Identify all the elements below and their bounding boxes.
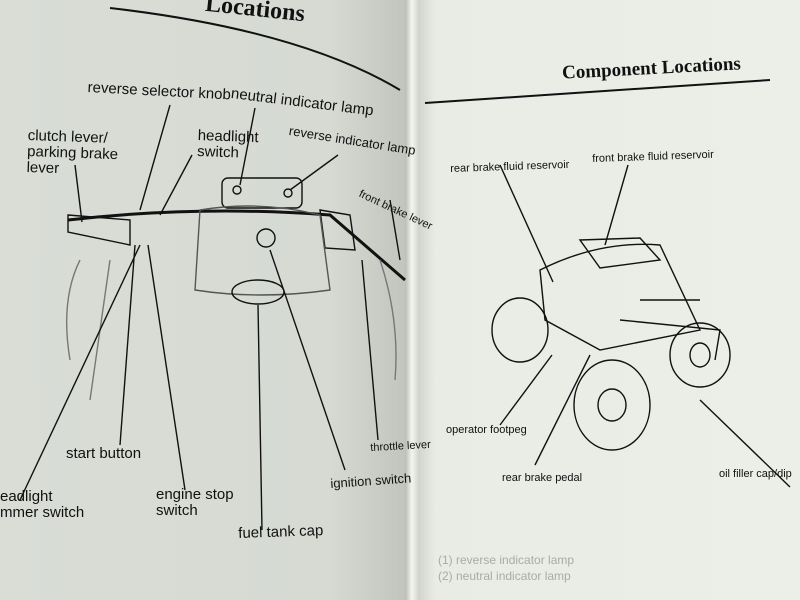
label-line: lever xyxy=(26,158,60,178)
label-line: mmer switch xyxy=(0,504,85,521)
reverse-lamp-shape xyxy=(283,188,293,198)
title-rule-left xyxy=(109,7,401,91)
label-fuel-tank-cap: fuel tank cap xyxy=(237,522,324,542)
label-headlight-dimmer-switch: eadlight mmer switch xyxy=(0,489,84,521)
fender-lines xyxy=(65,259,397,401)
title-rule-right xyxy=(424,79,771,104)
label-start-button: start button xyxy=(66,445,142,462)
footnote: (1) reverse indicator lamp xyxy=(438,553,575,567)
atv-drawing xyxy=(491,237,731,451)
label-line: engine stop xyxy=(156,486,234,503)
label-rear-brake-pedal: rear brake pedal xyxy=(502,472,583,484)
ignition-shape xyxy=(256,228,276,248)
label-engine-stop-switch: engine stop switch xyxy=(156,487,234,519)
footnote: (2) neutral indicator lamp xyxy=(438,569,571,583)
label-clutch-lever: clutch lever/ parking brake lever xyxy=(26,127,119,179)
label-line: switch xyxy=(156,502,198,519)
footnote-list: (1) reverse indicator lamp (2) neutral i… xyxy=(438,552,574,584)
handlebar xyxy=(67,209,406,282)
fuel-cap-shape xyxy=(231,279,285,305)
label-headlight-switch: headlight switch xyxy=(196,127,259,162)
label-line: eadlight xyxy=(0,488,53,505)
fuel-tank xyxy=(194,205,331,296)
label-line: switch xyxy=(196,142,240,162)
neutral-lamp-shape xyxy=(232,185,242,195)
book-gutter xyxy=(405,0,419,600)
left-grip xyxy=(67,214,131,246)
label-operator-footpeg: operator footpeg xyxy=(446,424,527,436)
label-oil-filler-cap: oil filler cap/dip xyxy=(719,468,792,480)
indicator-panel xyxy=(221,177,303,209)
